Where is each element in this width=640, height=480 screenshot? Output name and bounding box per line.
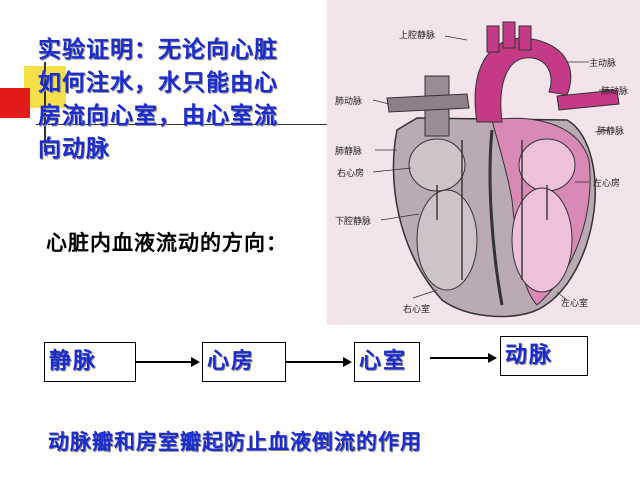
decor-vertical-line — [44, 62, 46, 152]
leader-ivc — [380, 213, 420, 221]
label-pulmonary-artery-right: 肺动脉 — [601, 85, 628, 97]
label-left-atrium: 左心房 — [593, 177, 620, 189]
leader-rv — [412, 289, 438, 299]
decor-red-square — [0, 88, 30, 118]
label-aorta: 主动脉 — [589, 57, 616, 69]
slide-subtitle: 心脏内血液流动的方向： — [46, 231, 288, 255]
leader-pv-right — [594, 129, 610, 133]
leader-ra — [372, 167, 412, 173]
flow-box-ventricle: 心室 — [354, 342, 420, 382]
aorta-branch-1 — [486, 25, 500, 53]
pulmonary-artery-left — [386, 93, 470, 113]
label-pulmonary-vein-right: 肺静脉 — [597, 125, 624, 137]
label-pulmonary-artery-left: 肺动脉 — [335, 95, 362, 107]
slide-title: 实验证明：无论向心脏如何注水，水只能由心房流向心室，由心室流向动脉 — [38, 37, 278, 162]
aorta-branch-3 — [518, 25, 532, 51]
flow-arrow-3 — [430, 353, 497, 363]
leader-svc — [444, 35, 468, 41]
left-ventricle-chamber — [511, 187, 573, 293]
flow-arrow-2 — [285, 357, 352, 367]
valve-note: 动脉瓣和房室瓣起防止血液倒流的作用 — [48, 430, 422, 454]
label-left-ventricle: 左心室 — [561, 297, 588, 309]
decor-horizontal-line — [36, 124, 332, 125]
label-right-ventricle: 右心室 — [403, 303, 430, 315]
label-pulmonary-vein-left: 肺静脉 — [335, 145, 362, 157]
flow-box-atrium: 心房 — [202, 342, 286, 382]
label-superior-vena-cava: 上腔静脉 — [399, 29, 435, 41]
leader-pa-left — [372, 99, 390, 105]
right-atrium-chamber — [408, 138, 466, 192]
right-ventricle-chamber — [416, 189, 478, 291]
leader-lv — [556, 291, 568, 301]
heart-septum — [488, 129, 504, 306]
aorta-branch-2 — [502, 21, 516, 49]
heart-diagram: 上腔静脉 主动脉 肺动脉 肺动脉 肺静脉 肺静脉 右心房 左心房 下腔静脉 右心… — [327, 0, 640, 325]
label-right-atrium: 右心房 — [337, 167, 364, 179]
left-atrium-chamber — [518, 138, 576, 192]
flow-arrow-1 — [135, 357, 200, 367]
pulmonary-artery-right — [556, 89, 620, 111]
flow-box-vein: 静脉 — [44, 342, 136, 382]
flow-box-artery: 动脉 — [500, 336, 588, 376]
label-inferior-vena-cava: 下腔静脉 — [335, 215, 371, 227]
